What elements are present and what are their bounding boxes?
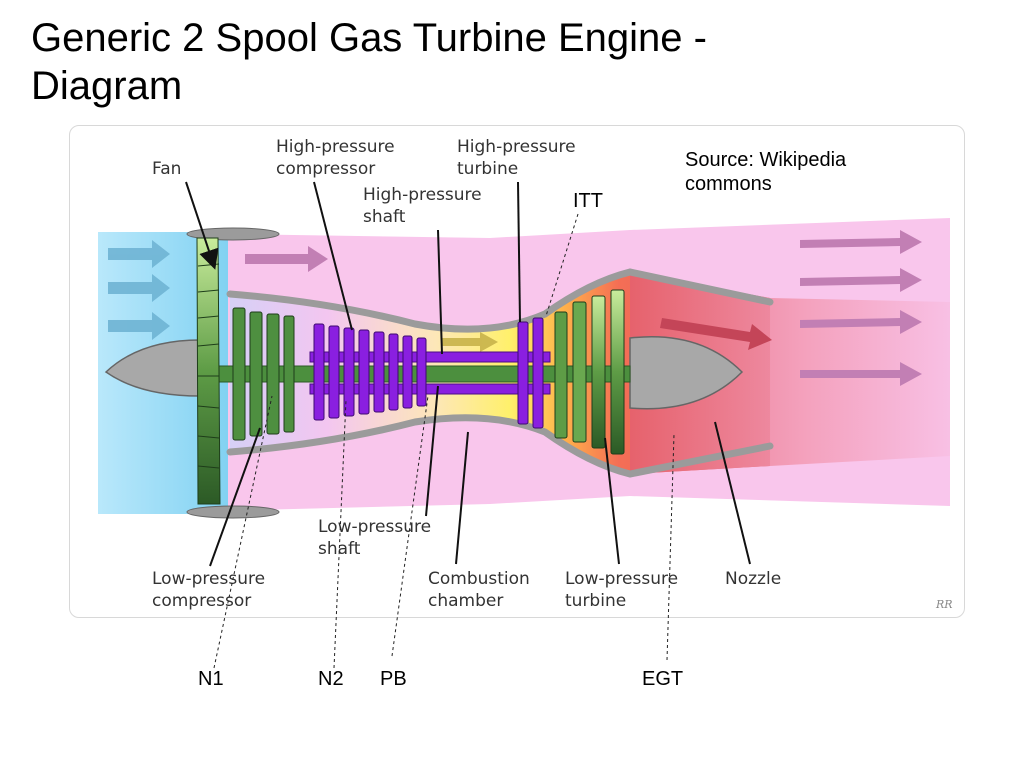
source-note: Source: Wikipedia commons (685, 149, 847, 195)
low-pressure-turbine-stages (554, 289, 625, 455)
sensor-label-pb: PB (380, 668, 407, 690)
label-hp-compressor-line1: High-pressure (276, 137, 395, 157)
high-pressure-shaft (309, 351, 551, 363)
sensor-label-egt: EGT (642, 668, 684, 690)
high-pressure-compressor-stages (313, 323, 427, 421)
exhaust-flow-arrow (660, 318, 772, 350)
nacelle-lip-bottom (186, 505, 280, 519)
label-nozzle: Nozzle (725, 569, 781, 589)
label-combustion-line1: Combustion (428, 569, 530, 589)
label-lp-turbine-line1: Low-pressure (565, 569, 678, 589)
label-lp-turbine-line2: turbine (565, 591, 626, 611)
sensor-label-n1: N1 (198, 668, 224, 690)
n2-leader (333, 399, 347, 669)
label-lp-shaft-line2: shaft (318, 539, 361, 559)
label-leader-lines (185, 181, 751, 567)
label-hp-turbine-line1: High-pressure (457, 137, 576, 157)
sensor-label-itt: ITT (573, 190, 603, 212)
pb-leader (391, 395, 429, 657)
label-lp-shaft-line1: Low-pressure (318, 517, 431, 537)
engine-casing-upper (226, 268, 774, 333)
itt-leader (545, 213, 579, 317)
high-pressure-turbine-stages (517, 317, 544, 429)
label-combustion-line2: chamber (428, 591, 503, 611)
label-hp-turbine-line2: turbine (457, 159, 518, 179)
core-flow-arrow (442, 332, 498, 352)
label-fan: Fan (152, 159, 181, 179)
label-hp-shaft-line1: High-pressure (363, 185, 482, 205)
low-pressure-compressor-stages (232, 307, 295, 441)
engine-diagram-image: Fan High-pressure compressor High-pressu… (69, 125, 965, 618)
high-pressure-shaft-lower (309, 383, 551, 395)
inlet-flow-arrows (108, 240, 170, 340)
label-lp-compressor-line1: Low-pressure (152, 569, 265, 589)
n1-leader (213, 395, 273, 669)
engine-diagram-svg: Fan High-pressure compressor High-pressu… (98, 137, 953, 611)
diagram-labels: Fan High-pressure compressor High-pressu… (152, 137, 781, 611)
sensor-label-n2: N2 (318, 668, 344, 690)
label-hp-compressor-line2: compressor (276, 159, 375, 179)
tail-cone (629, 335, 744, 410)
image-signature-mark: RR (935, 598, 953, 611)
label-lp-compressor-line2: compressor (152, 591, 251, 611)
engine-casing-lower (226, 414, 774, 478)
slide-title: Generic 2 Spool Gas Turbine Engine - Dia… (31, 16, 707, 108)
egt-leader (666, 433, 675, 661)
bypass-flow-arrows (245, 230, 922, 386)
label-hp-shaft-line2: shaft (363, 207, 406, 227)
nacelle-lip-top (186, 227, 280, 241)
